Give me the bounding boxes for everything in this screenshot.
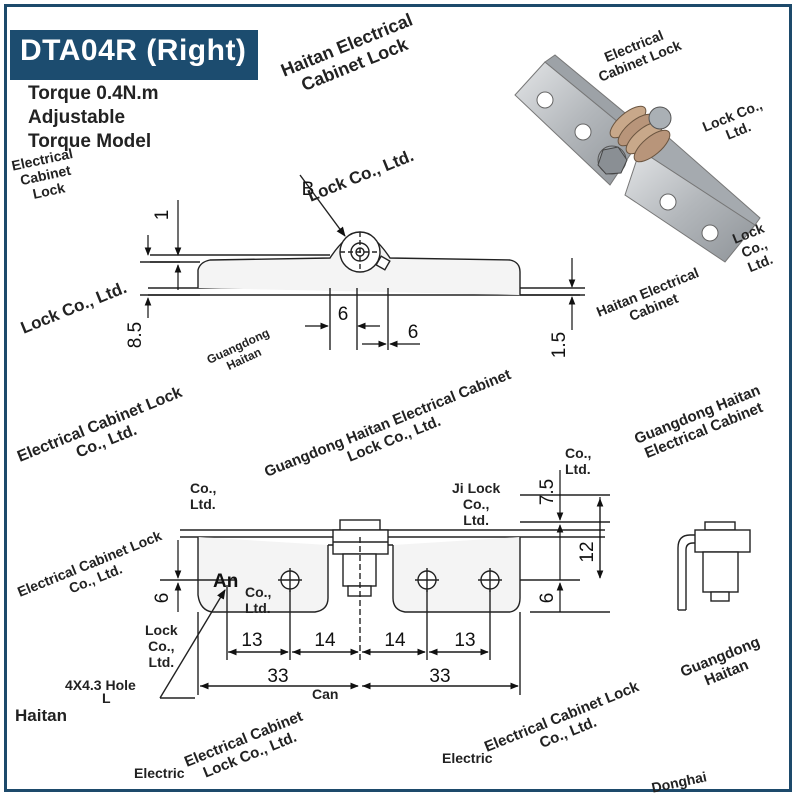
watermark-line: Ji Lock	[452, 480, 501, 496]
dim-gap-a: 14	[314, 630, 336, 651]
watermark-line: Co.,	[148, 638, 175, 655]
callout-b: B	[302, 179, 315, 200]
watermark-line: Ltd.	[463, 512, 489, 529]
watermark-line: Ltd.	[245, 600, 271, 617]
watermark-line: Lock	[145, 622, 178, 638]
watermark-text: L	[102, 690, 111, 706]
dim-half-left: 33	[267, 666, 288, 687]
watermark-text: Electric	[442, 750, 493, 766]
end-view	[677, 521, 751, 611]
callout-hole: 4X4.3 Hole	[65, 677, 136, 693]
watermark-line: Electric	[442, 750, 493, 766]
dim-pin-height: 12	[577, 541, 598, 562]
watermark-line: Can	[312, 686, 339, 702]
watermark-line: Electric	[134, 765, 185, 781]
side-view-dims	[144, 200, 576, 348]
dim-hole-row-right: 6	[537, 593, 558, 604]
dim-right-offset: 1.5	[549, 332, 570, 358]
watermark-text: Co.,Ltd.	[565, 445, 591, 477]
watermark-line: Ltd.	[148, 654, 175, 671]
watermark-line: Co.,	[190, 480, 217, 496]
dim-hole-a: 13	[241, 630, 262, 651]
watermark-line: Co.,	[462, 496, 490, 513]
dim-half-right: 33	[429, 666, 450, 687]
watermark-line: Ltd.	[190, 496, 216, 513]
watermark-line: Co.,	[565, 445, 592, 461]
watermark-line: Haitan	[15, 706, 67, 725]
dim-gap-b: 14	[384, 630, 406, 651]
side-view	[140, 174, 585, 350]
watermark-line: Ltd.	[565, 461, 591, 478]
dim-top-thickness: 1	[152, 210, 173, 221]
callout-angle: An	[213, 571, 238, 592]
page-title: DTA04R (Right)	[20, 34, 247, 67]
spec-subtitle: Torque 0.4N.m Adjustable Torque Model	[28, 82, 159, 154]
plan-view	[159, 494, 610, 699]
torque-spring	[597, 105, 672, 175]
hinge-photo	[514, 54, 761, 263]
plan-view-dims	[174, 470, 604, 690]
watermark-text: Co.,Ltd.	[190, 480, 216, 512]
dim-height: 8.5	[125, 322, 146, 348]
dimension-labels: 1 8.5 1.5 6 6 B 6 6 12 7.5 13 14 14 13 3…	[65, 179, 598, 693]
outer-frame	[4, 4, 792, 792]
dim-pin-top: 7.5	[537, 479, 558, 505]
spec-line: Torque Model	[28, 131, 152, 152]
watermark-text: Can	[312, 686, 338, 702]
watermark-line: L	[102, 690, 111, 706]
dim-slot-right: 6	[408, 322, 419, 343]
watermark-line: Co.,	[245, 584, 272, 600]
watermark-text: Haitan	[15, 706, 67, 726]
dim-slot-left: 6	[338, 304, 349, 325]
dim-hole-row: 6	[152, 593, 173, 604]
watermark-text: Co.,Ltd.	[245, 584, 271, 616]
title-banner: DTA04R (Right)	[10, 30, 258, 80]
dim-hole-b: 13	[454, 630, 475, 651]
spec-line: Torque 0.4N.m	[28, 83, 159, 104]
watermark-text: Electric	[134, 765, 185, 781]
spec-line: Adjustable	[28, 107, 126, 128]
